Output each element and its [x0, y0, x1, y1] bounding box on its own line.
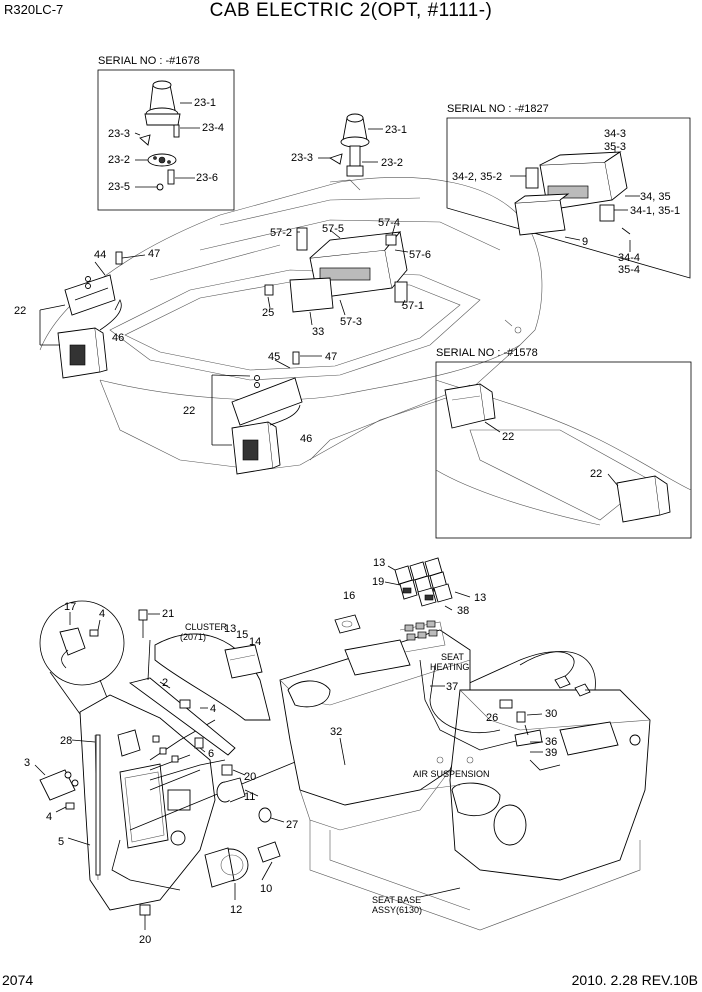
callout: 23-4: [202, 122, 224, 134]
model-code: R320LC-7: [4, 2, 64, 17]
callout: 47: [148, 248, 160, 260]
cab-roof-outline: [39, 177, 543, 471]
callout: 11: [244, 791, 255, 803]
right-work-lamp: [211, 351, 322, 475]
air-suspension-label: AIR SUSPENSION: [413, 769, 490, 779]
callout: 20: [244, 771, 256, 783]
callout: 13: [474, 592, 486, 604]
callout: 16: [343, 590, 355, 602]
callout: 34-2, 35-2: [452, 171, 502, 183]
callout: 22: [502, 431, 514, 443]
callout: 23-1: [194, 97, 216, 109]
revision-date: 2010. 2.28 REV.10B: [571, 972, 698, 988]
callout: 17: [64, 601, 76, 613]
inset-title: SERIAL NO : -#1827: [447, 103, 549, 115]
seat-base-label: ASSY(6130): [372, 905, 422, 915]
right-console: [279, 620, 651, 931]
cluster-bracket: [128, 609, 271, 756]
inset-serial-1827: [446, 117, 691, 279]
left-work-lamp: [39, 251, 146, 379]
callout: 4: [99, 608, 105, 620]
connector-detail-circle: [39, 600, 125, 736]
callout: 23-1: [385, 124, 407, 136]
callout: 27: [286, 819, 298, 831]
callout: 2: [162, 677, 168, 689]
callout: 57-4: [378, 217, 400, 229]
callout: 6: [208, 748, 214, 760]
radio-unit: [264, 224, 409, 326]
callout: 46: [112, 332, 124, 344]
callout: 4: [210, 703, 216, 715]
callout: 13: [224, 623, 236, 635]
callout: 14: [249, 636, 261, 648]
callout: 26: [486, 712, 498, 724]
callout: 57-2: [270, 227, 292, 239]
callout: 4: [46, 811, 52, 823]
callout: 15: [236, 629, 248, 641]
page-title: CAB ELECTRIC 2(OPT, #1111-): [209, 0, 493, 21]
callout: 5: [58, 836, 64, 848]
inset-title: SERIAL NO : -#1678: [98, 55, 200, 67]
callout: 23-2: [381, 157, 403, 169]
beacon-lamp: [318, 113, 383, 177]
seat-base-label: SEAT BASE: [372, 895, 421, 905]
callout: 13: [373, 557, 385, 569]
callout: 23-3: [291, 152, 313, 164]
callout: 22: [14, 305, 26, 317]
callout: 57-1: [402, 300, 424, 312]
callout: 57-5: [322, 223, 344, 235]
callout: 38: [457, 605, 469, 617]
page-number: 2074: [2, 972, 34, 988]
callout: 34-1, 35-1: [630, 205, 680, 217]
callout: 33: [312, 326, 324, 338]
callout: 46: [300, 433, 312, 445]
callout: 35-3: [604, 141, 626, 153]
callout: 28: [60, 735, 72, 747]
callout: 57-6: [409, 249, 431, 261]
callout: 37: [446, 681, 458, 693]
callout: 47: [325, 351, 337, 363]
callout: 23-2: [108, 154, 130, 166]
callout: 9: [582, 236, 588, 248]
callout: 34-3: [604, 128, 626, 140]
callout: 3: [24, 757, 30, 769]
callout: 34-4: [618, 252, 640, 264]
callout: 34, 35: [640, 191, 671, 203]
callout: 20: [139, 934, 151, 946]
bracket-3: [34, 764, 91, 846]
callout: 35-4: [618, 264, 640, 276]
inset-title: SERIAL NO : -#1578: [436, 347, 538, 359]
inset-serial-1678: [97, 69, 235, 211]
inset-serial-1578: [435, 361, 692, 539]
callout: 23-3: [108, 128, 130, 140]
callout: 19: [372, 576, 384, 588]
callout: 57-3: [340, 316, 362, 328]
callout: 39: [545, 747, 557, 759]
callout: 36: [545, 736, 557, 748]
seat-heating-label: SEAT: [441, 652, 464, 662]
seat-heating-label: HEATING: [430, 662, 469, 672]
switch-group: [334, 557, 471, 634]
cluster-ref: (2071): [180, 632, 206, 642]
callout: 23-6: [196, 172, 218, 184]
callout: 30: [545, 708, 557, 720]
callout: 45: [268, 351, 280, 363]
callout: 12: [230, 904, 242, 916]
callout: 22: [590, 468, 602, 480]
callout: 23-5: [108, 181, 130, 193]
callout: 25: [262, 307, 274, 319]
callout: 32: [330, 726, 342, 738]
callout: 44: [94, 249, 106, 261]
callout: 22: [183, 405, 195, 417]
callout: 21: [162, 608, 174, 620]
small-components: [139, 764, 285, 930]
cluster-label: CLUSTER: [185, 622, 228, 632]
callout: 10: [260, 883, 272, 895]
